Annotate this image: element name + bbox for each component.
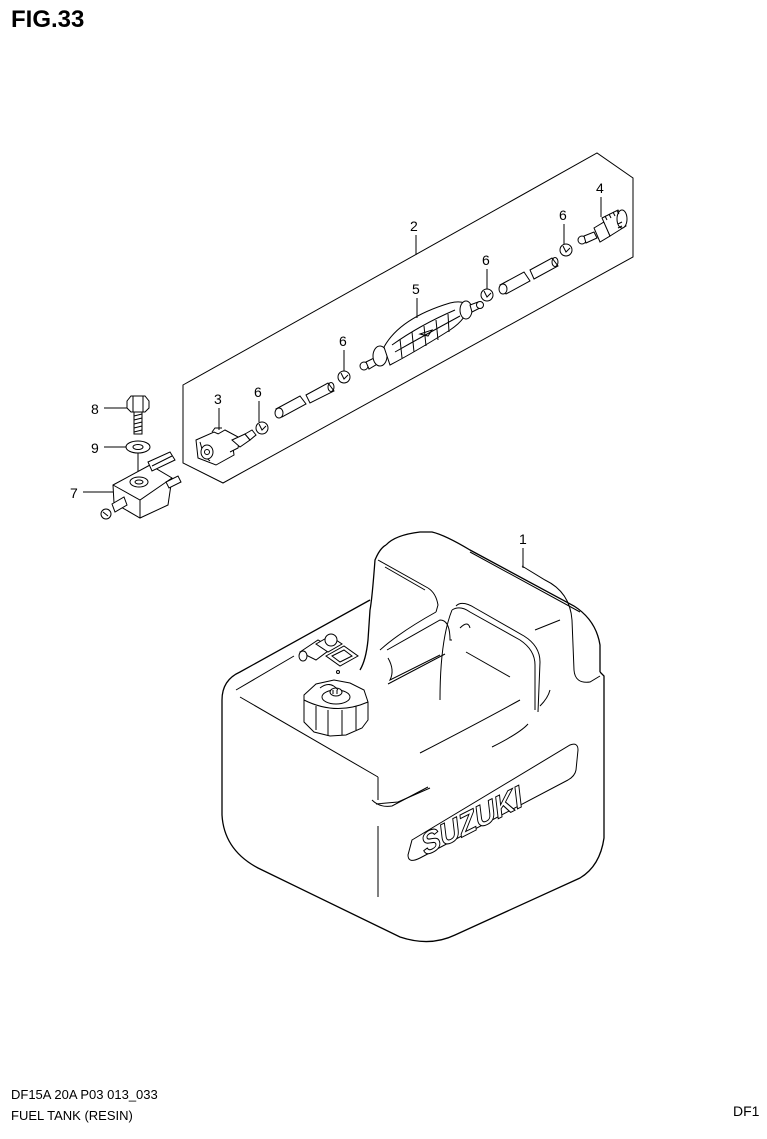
connector-engine-side[interactable] bbox=[195, 427, 257, 466]
callout-9: 9 bbox=[91, 440, 126, 456]
callout-6d: 6 bbox=[559, 207, 567, 244]
drawing-code: DF15A 20A P03 013_033 bbox=[11, 1087, 158, 1102]
connector-tank-side[interactable] bbox=[577, 209, 628, 245]
callout-4: 4 bbox=[596, 180, 604, 217]
callout-5: 5 bbox=[412, 281, 420, 318]
assembly-boundary-box bbox=[182, 152, 634, 484]
svg-text:8: 8 bbox=[91, 401, 99, 417]
model-label: DF1 bbox=[733, 1103, 760, 1119]
hose-assembly-group bbox=[182, 152, 634, 484]
hose-clamp-4[interactable] bbox=[559, 243, 573, 257]
fuel-hose-segment-2[interactable] bbox=[498, 257, 559, 295]
callout-6b: 6 bbox=[339, 333, 347, 371]
svg-text:4: 4 bbox=[596, 180, 604, 196]
bolt[interactable] bbox=[126, 395, 150, 435]
hose-clamp-3[interactable] bbox=[480, 288, 494, 302]
drawing-name: FUEL TANK (RESIN) bbox=[11, 1108, 133, 1123]
fuel-hose-segment-1[interactable] bbox=[274, 382, 335, 419]
suzuki-logo-text: SUZUKI bbox=[417, 780, 527, 863]
fuel-cap[interactable] bbox=[303, 679, 369, 737]
fuel-tank[interactable]: SUZUKI bbox=[221, 531, 605, 943]
svg-text:6: 6 bbox=[482, 252, 490, 268]
callout-8: 8 bbox=[91, 401, 127, 417]
svg-text:9: 9 bbox=[91, 440, 99, 456]
callout-3: 3 bbox=[214, 391, 222, 430]
washer[interactable] bbox=[125, 440, 151, 454]
svg-text:3: 3 bbox=[214, 391, 222, 407]
svg-text:6: 6 bbox=[339, 333, 347, 349]
svg-text:6: 6 bbox=[254, 384, 262, 400]
callout-6a: 6 bbox=[254, 384, 262, 422]
tank-fuel-fitting[interactable] bbox=[298, 633, 359, 674]
primer-bulb[interactable] bbox=[359, 300, 484, 371]
callout-2: 2 bbox=[410, 218, 418, 255]
callout-6c: 6 bbox=[482, 252, 490, 289]
callout-7: 7 bbox=[70, 485, 113, 501]
svg-text:6: 6 bbox=[559, 207, 567, 223]
svg-text:1: 1 bbox=[519, 531, 527, 547]
svg-text:2: 2 bbox=[410, 218, 418, 234]
callout-1: 1 bbox=[519, 531, 527, 568]
figure-title: FIG.33 bbox=[11, 6, 85, 33]
svg-text:7: 7 bbox=[70, 485, 78, 501]
hose-clamp-2[interactable] bbox=[337, 370, 351, 384]
hose-clamp-1[interactable] bbox=[255, 421, 269, 435]
svg-text:5: 5 bbox=[412, 281, 420, 297]
fuel-connector-bracket[interactable] bbox=[100, 451, 182, 520]
